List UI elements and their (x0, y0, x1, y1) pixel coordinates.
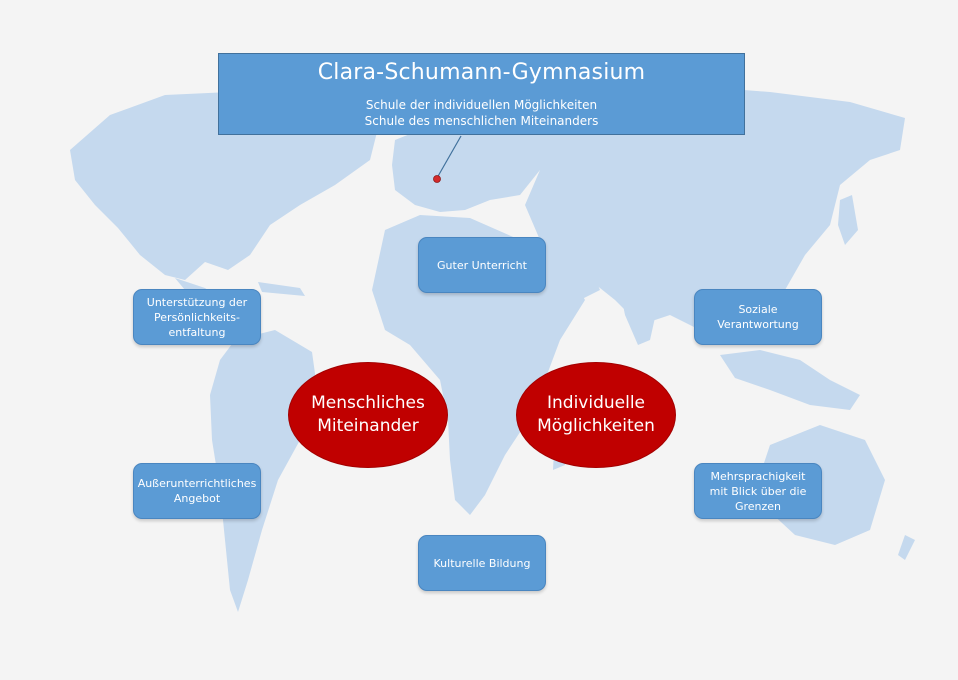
subtitle-line-2: Schule des menschlichen Miteinanders (364, 114, 599, 128)
box-label: Guter Unterricht (437, 258, 527, 272)
school-title: Clara-Schumann-Gymnasium (317, 60, 646, 85)
box-kulturelle-bildung: Kulturelle Bildung (418, 535, 546, 591)
box-ausserunterrichtliches-angebot: Außerunterrichtliches Angebot (133, 463, 261, 519)
uk-shape (405, 138, 420, 172)
japan-shape (838, 195, 858, 245)
ellipse-label: Menschliches Miteinander (311, 393, 425, 436)
box-label: Kulturelle Bildung (433, 556, 531, 570)
box-soziale-verantwortung: Soziale Verantwortung (694, 289, 822, 345)
caribbean-shape (258, 282, 305, 296)
box-guter-unterricht: Guter Unterricht (418, 237, 546, 293)
box-mehrsprachigkeit: Mehrsprachigkeit mit Blick über die Gren… (694, 463, 822, 519)
new-zealand-shape (898, 535, 915, 560)
north-america-shape (70, 92, 380, 280)
southeast-asia-shape (720, 350, 860, 410)
india-shape (620, 290, 660, 345)
school-title-box: Clara-Schumann-Gymnasium Schule der indi… (218, 53, 745, 135)
location-marker (433, 175, 441, 183)
box-label: Außerunterrichtliches Angebot (137, 477, 257, 505)
ellipse-label: Individuelle Möglichkeiten (537, 393, 655, 436)
box-persoenlichkeitsentfaltung: Unterstützung der Persönlichkeits-entfal… (133, 289, 261, 345)
box-label: Unterstützung der Persönlichkeits-entfal… (146, 295, 248, 339)
asia-shape (525, 85, 905, 345)
arabia-shape (540, 245, 600, 305)
box-label: Soziale Verantwortung (717, 303, 799, 331)
subtitle-line-1: Schule der individuellen Möglichkeiten (365, 98, 598, 112)
ellipse-menschliches-miteinander: Menschliches Miteinander (288, 362, 448, 468)
ellipse-individuelle-moeglichkeiten: Individuelle Möglichkeiten (516, 362, 676, 468)
school-subtitle: Schule der individuellen Möglichkeiten S… (219, 97, 744, 129)
europe-shape (392, 115, 540, 212)
box-label: Mehrsprachigkeit mit Blick über die Gren… (709, 469, 807, 513)
location-pointer-line (436, 135, 462, 179)
